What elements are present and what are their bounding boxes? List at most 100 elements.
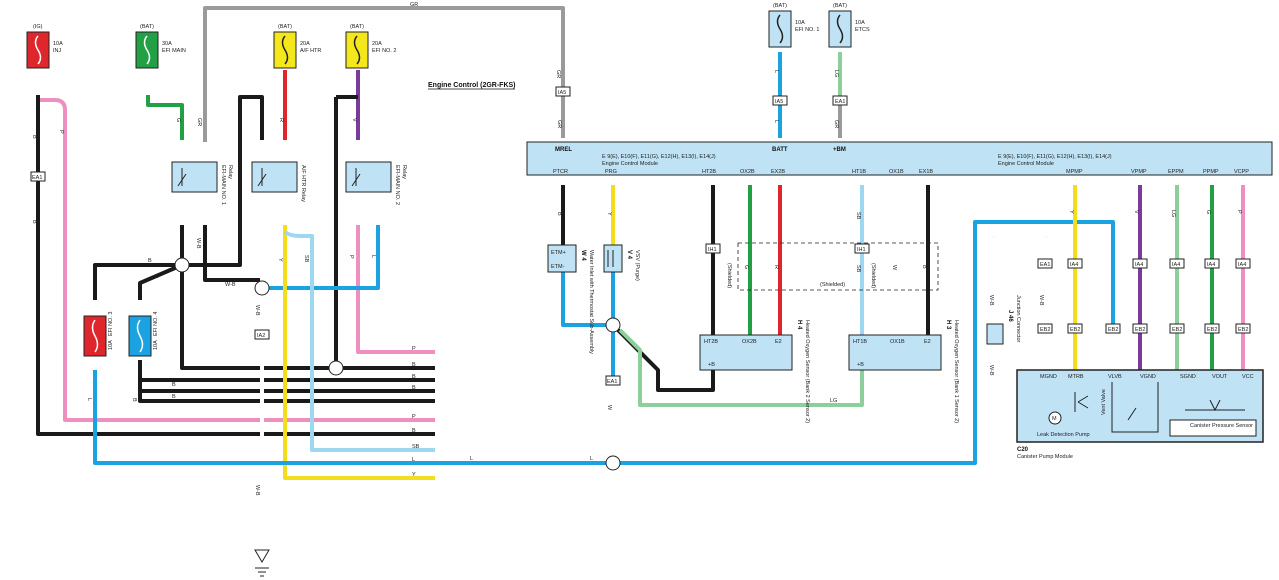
ecm-module-box	[526, 141, 1273, 176]
svg-text:EFI NO. 3: EFI NO. 3	[108, 312, 114, 336]
ecm-right-title: E 9(E), E10(F), E11(G), E12(H), E13(I), …	[998, 154, 1112, 160]
fuse-etcs: (BAT) 10A ETCS	[828, 3, 870, 48]
relay-af-htr: A/F HTR Relay	[251, 161, 306, 202]
svg-text:B: B	[412, 428, 416, 434]
svg-text:SB: SB	[855, 265, 861, 273]
svg-text:HT1B: HT1B	[853, 339, 867, 345]
svg-text:EFI NO. 4: EFI NO. 4	[153, 312, 159, 336]
svg-text:30A: 30A	[162, 41, 172, 47]
svg-text:(BAT): (BAT)	[278, 24, 292, 30]
ecm-terminal-ex2b: EX2B	[771, 169, 785, 175]
ecm-terminal-ex1b: EX1B	[919, 169, 933, 175]
svg-text:GR: GR	[555, 70, 561, 78]
splice-point	[605, 317, 621, 333]
svg-text:A/F HTR Relay: A/F HTR Relay	[300, 165, 306, 202]
ecm-right-sub: Engine Control Module	[998, 161, 1054, 167]
svg-text:ETCS: ETCS	[855, 27, 870, 33]
connector-ia5-b: IA5	[772, 95, 788, 106]
svg-text:IA4: IA4	[1207, 262, 1215, 268]
connector-ih1-a: IH1	[705, 243, 721, 254]
svg-text:GR: GR	[833, 120, 839, 128]
svg-text:10A: 10A	[53, 41, 63, 47]
svg-text:EFI MAIN: EFI MAIN	[162, 48, 186, 54]
ecm-pin-batt: BATT	[772, 147, 788, 153]
svg-text:P: P	[348, 255, 354, 259]
svg-text:+B: +B	[857, 362, 864, 368]
svg-text:B: B	[172, 394, 176, 400]
connector-ea1-a: EA1	[30, 171, 46, 182]
diagram-title: Engine Control (2GR-FKS)	[428, 82, 516, 89]
fuse-efi-no4: 10A EFI NO. 4	[128, 312, 159, 357]
svg-text:(BAT): (BAT)	[350, 24, 364, 30]
svg-text:H 3: H 3	[945, 320, 951, 330]
connector-ia5: IA5	[555, 86, 571, 97]
wires	[36, 6, 1245, 555]
svg-text:R: R	[278, 118, 284, 122]
fuse-efi-no3: 10A EFI NO. 3	[83, 312, 114, 357]
svg-text:EA1: EA1	[1040, 262, 1050, 268]
splice-point	[328, 360, 344, 376]
svg-text:P: P	[412, 346, 416, 352]
svg-text:W-B: W-B	[988, 295, 994, 306]
svg-text:OX1B: OX1B	[890, 339, 905, 345]
oxygen-sensor-bank1: HT1B OX1B E2 +B H 3 Heated Oxygen Sensor…	[848, 320, 959, 423]
canister-connectors: IA4 IA4 IA4 IA4 IA4 EA1 EB2 EB2 EB2 EB2 …	[1037, 258, 1251, 334]
svg-text:C20: C20	[1017, 447, 1029, 453]
fuse-af-htr: (BAT) 20A A/F HTR	[273, 24, 321, 69]
svg-text:+B: +B	[708, 362, 715, 368]
fuse-icon	[836, 14, 844, 44]
svg-text:IA5: IA5	[775, 99, 783, 105]
svg-text:LG: LG	[1170, 210, 1176, 217]
connector-ea1-b: EA1	[832, 95, 848, 106]
svg-text:IA4: IA4	[1070, 262, 1078, 268]
svg-text:EFI NO. 2: EFI NO. 2	[372, 48, 396, 54]
svg-text:W-B: W-B	[225, 282, 236, 288]
ecm-terminal-vcpp: VCPP	[1234, 169, 1249, 175]
svg-text:EA1: EA1	[835, 99, 845, 105]
ecm-pin-bm: +BM	[833, 147, 846, 153]
svg-text:GR: GR	[556, 120, 562, 128]
svg-text:EB2: EB2	[1238, 327, 1248, 333]
svg-text:IH1: IH1	[708, 247, 717, 253]
ecm-terminal-mpmp: MPMP	[1066, 169, 1083, 175]
ecm-terminal-ox2b: OX2B	[740, 169, 755, 175]
shielded-label-left: (Shielded)	[726, 263, 732, 288]
svg-text:Water Inlet with Thermostat Su: Water Inlet with Thermostat Sub-Assembly	[588, 250, 594, 354]
fuse-icon	[91, 319, 99, 353]
svg-text:EB2: EB2	[1040, 327, 1050, 333]
svg-text:M: M	[1052, 416, 1057, 422]
svg-text:E2: E2	[775, 339, 782, 345]
fuse-inj: (IG) 10A INJ	[26, 24, 63, 69]
svg-text:L: L	[86, 398, 92, 401]
svg-text:Y: Y	[606, 212, 612, 216]
svg-text:P: P	[412, 414, 416, 420]
svg-text:ETM-: ETM-	[551, 264, 565, 270]
fuse-efi-no2: (BAT) 20A EFI NO. 2	[345, 24, 396, 69]
svg-text:EB2: EB2	[1070, 327, 1080, 333]
svg-text:GR: GR	[410, 2, 418, 8]
svg-text:Y: Y	[412, 472, 416, 478]
svg-text:L: L	[773, 70, 779, 73]
fuse-icon	[353, 35, 361, 65]
splice-point	[605, 455, 621, 471]
svg-text:B: B	[31, 135, 37, 139]
svg-text:W-B: W-B	[195, 238, 201, 249]
transistor-icon	[1074, 392, 1089, 412]
svg-text:Relay: Relay	[401, 165, 407, 179]
svg-text:IA4: IA4	[1172, 262, 1180, 268]
svg-text:W 4: W 4	[580, 250, 586, 261]
connector-ia2: IA2	[254, 329, 270, 340]
relay-switch-icon	[257, 168, 267, 187]
vsv-purge: V 4 VSV (Purge)	[603, 244, 640, 281]
svg-text:GR: GR	[196, 118, 202, 126]
ecm-left-title: E 9(E), E10(F), E11(G), E12(H), E13(I), …	[602, 154, 716, 160]
svg-text:LG: LG	[833, 70, 839, 77]
svg-text:E2: E2	[924, 339, 931, 345]
junction-connector: J 46 Junction Connector	[986, 295, 1021, 345]
svg-text:EB2: EB2	[1135, 327, 1145, 333]
svg-text:W-B: W-B	[988, 365, 994, 376]
ecm-terminal-ht1b: HT1B	[852, 169, 866, 175]
fuse-icon	[776, 14, 784, 44]
svg-text:P: P	[58, 130, 64, 134]
svg-text:IA5: IA5	[558, 90, 566, 96]
